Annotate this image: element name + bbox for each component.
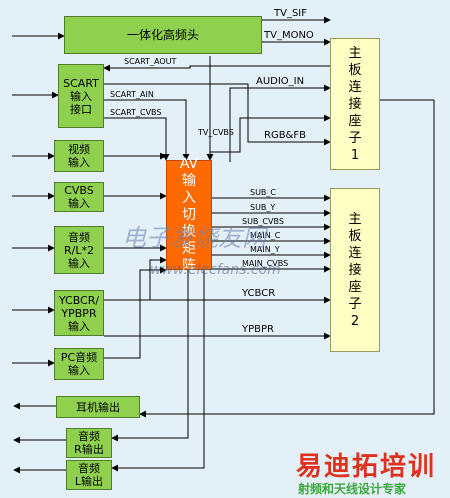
audio-l-feed-line (111, 270, 205, 472)
signal-label-scart-ain: SCART_AIN (110, 90, 154, 99)
watermark-cn: 电子发烧友网 (122, 224, 266, 252)
ycbcr-input-box: YCBCR/ YPBPR 输入 (54, 290, 104, 336)
signal-label-main-cvbs: MAIN_CVBS (242, 259, 289, 268)
scart-ain-line (104, 99, 190, 161)
pc-audio-to-switch-line (104, 266, 167, 359)
tuner-box: 一体化高频头 (64, 16, 262, 54)
signal-label-main-c: MAIN_C (250, 231, 281, 240)
signal-label-tv-mono: TV_MONO (264, 30, 314, 41)
signal-label-sub-cvbs: SUB_CVBS (242, 217, 284, 226)
watermark-url: www.elecfans.com (150, 262, 281, 278)
video-input-box: 视频 输入 (54, 140, 104, 172)
headphone-feed-line (139, 100, 435, 418)
audio-in-line (229, 84, 331, 162)
headphone-out-box: 耳机输出 (56, 396, 140, 418)
signal-label-scart-aout: SCART_AOUT (124, 57, 177, 66)
main-connector-1-box: 主 板 连 接 座 子 1 (330, 38, 380, 170)
signal-label-main-y: MAIN_Y (250, 245, 280, 254)
audio-r-feed-line (111, 270, 189, 442)
watermark-brand-sub: 射频和天线设计专家 (298, 482, 407, 496)
tv-cvbs-line (210, 114, 331, 153)
signal-label-ycbcr: YCBCR (242, 288, 276, 299)
watermark-brand: 易迪拓培训 (296, 452, 437, 482)
signal-label-ypbpr: YPBPR (242, 324, 274, 335)
cvbs-input-box: CVBS 输入 (54, 182, 104, 212)
audio-rl-input-box: 音频 R/L*2 输入 (54, 226, 104, 274)
signal-label-audio-in: AUDIO_IN (256, 76, 305, 87)
signal-label-tv-cvbs: TV_CVBS (198, 128, 234, 137)
scart-box: SCART 输入 接口 (58, 64, 104, 128)
rgb-fb-line (104, 83, 331, 146)
av-switch-matrix-box: AV 输 入 切 换 矩 阵 (166, 156, 212, 274)
signal-label-rgb-fb: RGB&FB (264, 130, 306, 141)
signal-label-sub-y: SUB_Y (250, 203, 276, 212)
signal-label-scart-cvbs: SCART_CVBS (110, 108, 162, 117)
pc-audio-input-box: PC音频 输入 (54, 348, 104, 380)
audio-r-out-box: 音频 R输出 (66, 428, 112, 458)
signal-label-sub-c: SUB_C (250, 188, 277, 197)
audio-l-out-box: 音频 L输出 (66, 460, 112, 490)
signal-label-tv-sif: TV_SIF (274, 8, 307, 19)
scart-aout-line (103, 64, 330, 72)
scart-cvbs-line (104, 117, 170, 161)
main-connector-2-box: 主 板 连 接 座 子 2 (330, 188, 380, 352)
